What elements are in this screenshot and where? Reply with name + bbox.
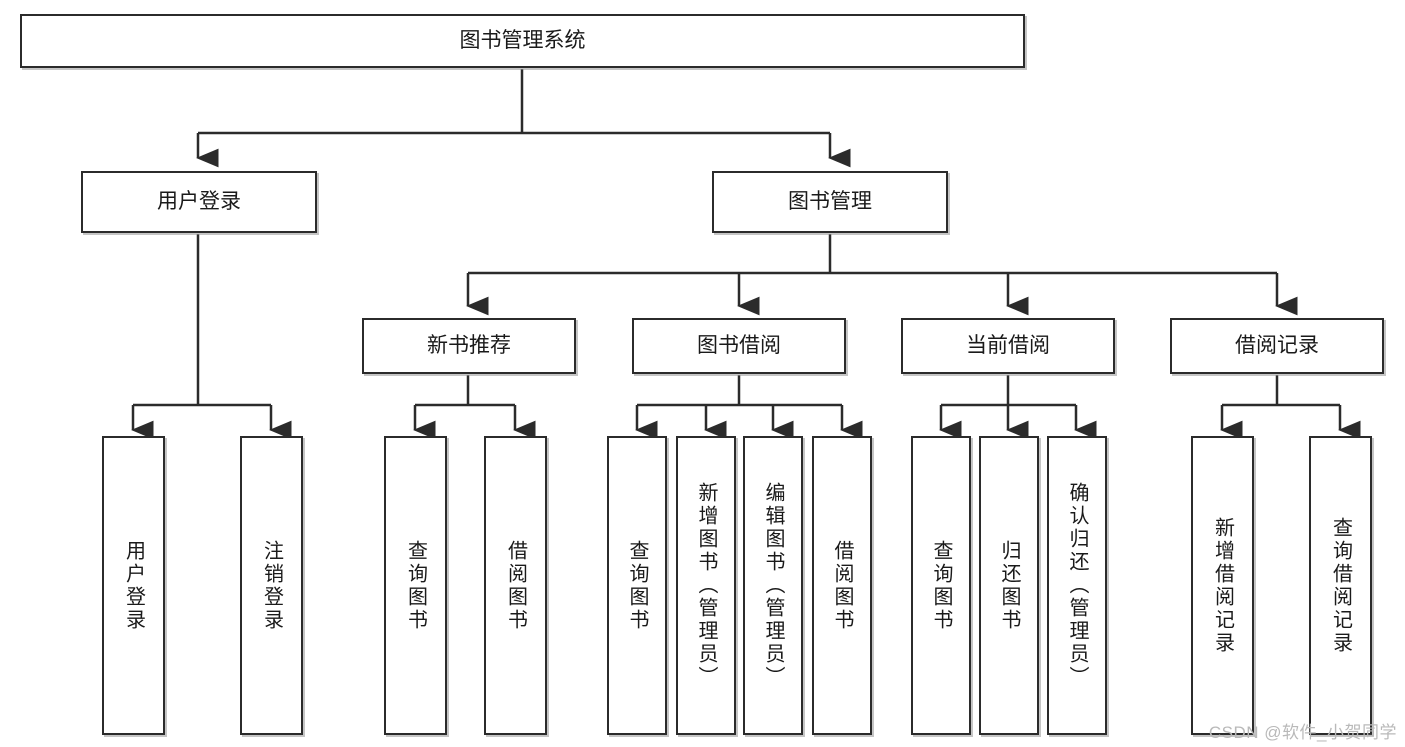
leaf-borrow-edit-book-admin[interactable]: 编辑图书（管理员） [743,436,803,735]
node-user-login[interactable]: 用户登录 [81,171,317,233]
leaf-recommend-borrow-book[interactable]: 借阅图书 [484,436,547,735]
leaf-current-query-book[interactable]: 查询图书 [911,436,971,735]
leaf-record-add-borrow-record[interactable]: 新增借阅记录 [1191,436,1254,735]
node-book-management[interactable]: 图书管理 [712,171,948,233]
leaf-borrow-add-book-admin[interactable]: 新增图书（管理员） [676,436,736,735]
leaf-borrow-borrow-book[interactable]: 借阅图书 [812,436,872,735]
node-label: 新增图书（管理员） [695,482,717,689]
leaf-current-return-book[interactable]: 归还图书 [979,436,1039,735]
leaf-record-query-borrow-record[interactable]: 查询借阅记录 [1309,436,1372,735]
node-label: 查询图书 [626,539,648,632]
node-label: 查询图书 [930,539,952,632]
watermark-text: CSDN @软件_小贺同学 [1208,723,1397,742]
node-label: 确认归还（管理员） [1066,482,1088,689]
node-book-borrow[interactable]: 图书借阅 [632,318,846,374]
node-label: 编辑图书（管理员） [762,482,784,689]
node-label: 查询图书 [404,539,427,632]
node-label: 查询借阅记录 [1329,516,1352,655]
node-label: 借阅图书 [504,539,527,632]
node-label: 图书管理 [788,189,872,213]
leaf-current-confirm-return-admin[interactable]: 确认归还（管理员） [1047,436,1107,735]
node-label: 注销登录 [260,539,283,632]
node-label: 归还图书 [998,539,1020,632]
node-label: 图书借阅 [697,333,781,357]
node-current-borrow[interactable]: 当前借阅 [901,318,1115,374]
leaf-user-login-signin[interactable]: 用户登录 [102,436,165,735]
node-label: 用户登录 [157,189,241,213]
node-borrow-record[interactable]: 借阅记录 [1170,318,1384,374]
leaf-user-login-signout[interactable]: 注销登录 [240,436,303,735]
node-label: 当前借阅 [966,333,1050,357]
node-label: 新书推荐 [427,333,511,357]
node-label: 用户登录 [122,539,145,632]
node-label: 新增借阅记录 [1211,516,1234,655]
node-new-book-recommend[interactable]: 新书推荐 [362,318,576,374]
leaf-recommend-query-book[interactable]: 查询图书 [384,436,447,735]
node-root-system[interactable]: 图书管理系统 [20,14,1025,68]
node-label: 借阅图书 [831,539,853,632]
node-label: 借阅记录 [1235,333,1319,357]
leaf-borrow-query-book[interactable]: 查询图书 [607,436,667,735]
node-label: 图书管理系统 [459,28,586,52]
